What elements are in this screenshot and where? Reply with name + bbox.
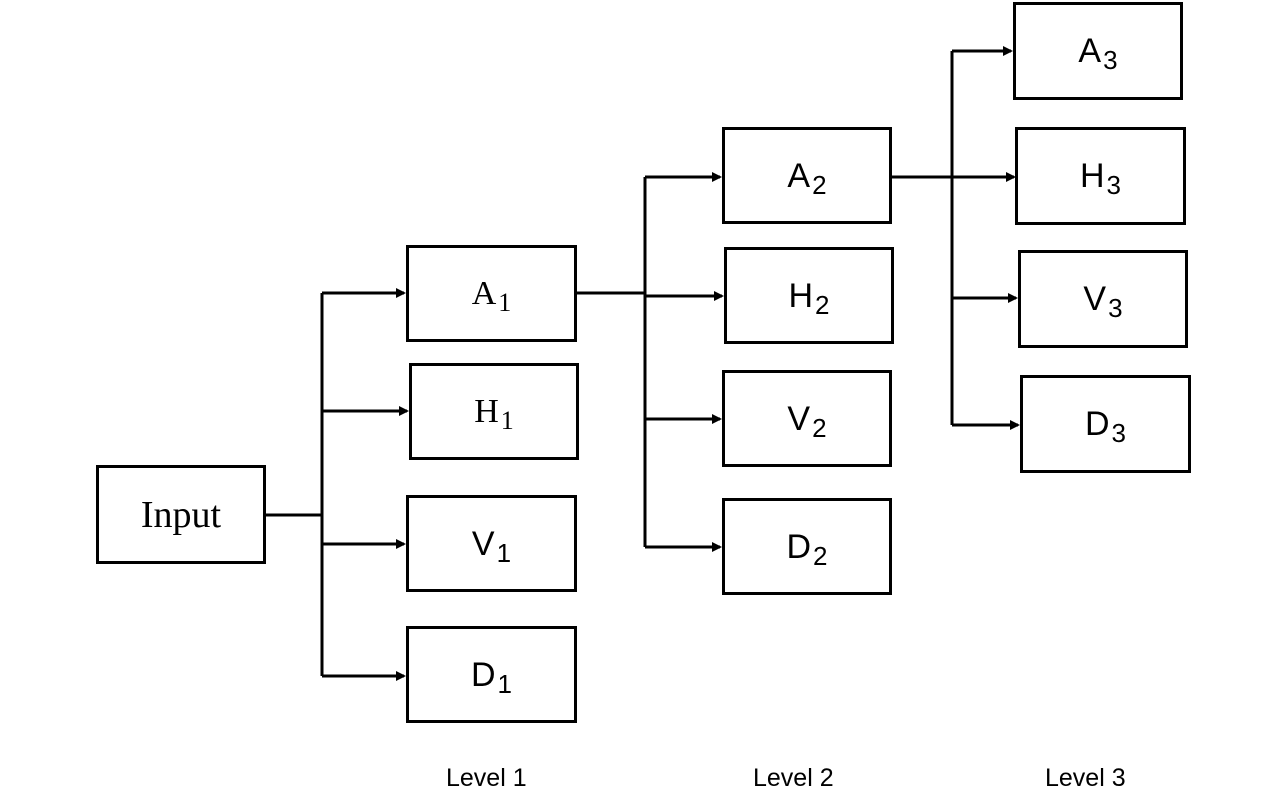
node-v3-letter: V xyxy=(1083,280,1107,318)
node-h1-letter: H xyxy=(474,392,499,430)
level-3-caption: Level 3 xyxy=(1045,764,1126,792)
node-a1-letter: A xyxy=(471,274,497,312)
node-a2-sub: 2 xyxy=(812,169,827,200)
node-h3-letter: H xyxy=(1079,157,1105,195)
node-a2-letter: A xyxy=(787,156,811,195)
node-h2-sub: 2 xyxy=(815,289,830,320)
node-d1-sub: 1 xyxy=(497,668,513,699)
node-v2-letter: V xyxy=(787,399,811,438)
node-a3-letter: A xyxy=(1078,32,1102,70)
node-h2-letter: H xyxy=(788,276,814,315)
node-d2-sub: 2 xyxy=(813,540,828,571)
level-2-caption: Level 2 xyxy=(753,764,834,792)
node-d2-letter: D xyxy=(786,527,812,566)
node-d3-letter: D xyxy=(1084,405,1110,443)
node-v1-letter: V xyxy=(471,524,495,563)
node-v1-sub: 1 xyxy=(496,537,512,568)
input-label: Input xyxy=(140,493,222,536)
node-a3-sub: 3 xyxy=(1103,45,1118,75)
node-d3-sub: 3 xyxy=(1111,418,1127,448)
node-v2-sub: 2 xyxy=(812,412,827,443)
level-1-caption: Level 1 xyxy=(446,764,527,792)
input-box: Input xyxy=(96,465,266,564)
node-a1-sub: 1 xyxy=(498,287,512,317)
node-h1-sub: 1 xyxy=(500,405,514,435)
node-d1-letter: D xyxy=(470,655,496,694)
node-v3-sub: 3 xyxy=(1108,293,1123,323)
node-h3-sub: 3 xyxy=(1106,170,1122,200)
